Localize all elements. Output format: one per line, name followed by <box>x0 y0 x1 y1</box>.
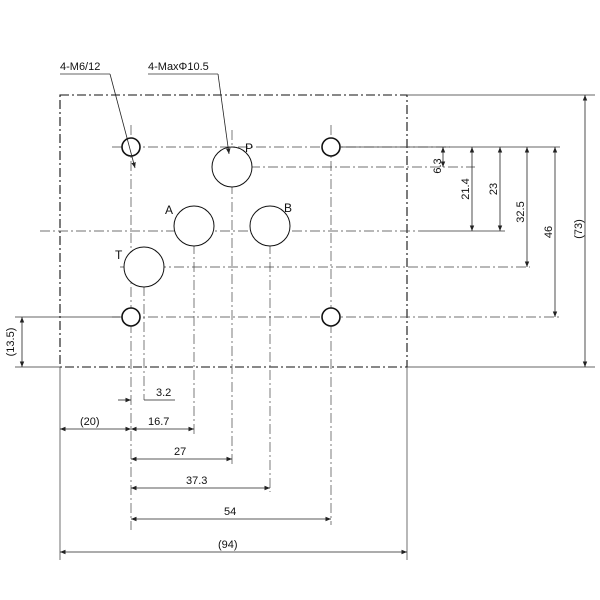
dim-text-73: (73) <box>573 219 585 239</box>
callout-port-leader <box>217 73 231 155</box>
port-label-p: P <box>245 141 253 155</box>
dim-text-3-2: 3.2 <box>156 387 171 399</box>
callout-thread-leader <box>109 73 136 169</box>
dim-text-6-3: 6.3 <box>432 158 444 173</box>
dim-text-46: 46 <box>543 226 555 238</box>
port-label-t: T <box>115 248 123 262</box>
port-hole-t <box>123 246 165 288</box>
dim-text-54: 54 <box>224 506 236 518</box>
bolt-hole-top-left <box>121 137 141 157</box>
port-label-b: B <box>284 201 292 215</box>
dim-text-32-5: 32.5 <box>515 201 527 222</box>
dim-text-16-7: 16.7 <box>148 416 169 428</box>
bolt-hole-bottom-right <box>321 307 341 327</box>
dim-text-21-4: 21.4 <box>460 178 472 199</box>
dim-text-23: 23 <box>488 183 500 195</box>
callout-thread-label: 4-M6/12 <box>60 61 100 73</box>
port-hole-a <box>173 205 215 247</box>
dim-text-94: (94) <box>218 539 238 551</box>
dim-text-13-5: (13.5) <box>5 328 17 357</box>
bolt-hole-bottom-left <box>121 307 141 327</box>
port-hole-p <box>211 146 253 188</box>
port-hole-b <box>249 205 291 247</box>
dim-text-27: 27 <box>174 446 186 458</box>
bolt-hole-top-right <box>321 137 341 157</box>
dim-text-20: (20) <box>80 416 100 428</box>
dim-text-37-3: 37.3 <box>186 475 207 487</box>
port-label-a: A <box>165 203 173 217</box>
callout-port-label: 4-MaxΦ10.5 <box>148 61 209 73</box>
